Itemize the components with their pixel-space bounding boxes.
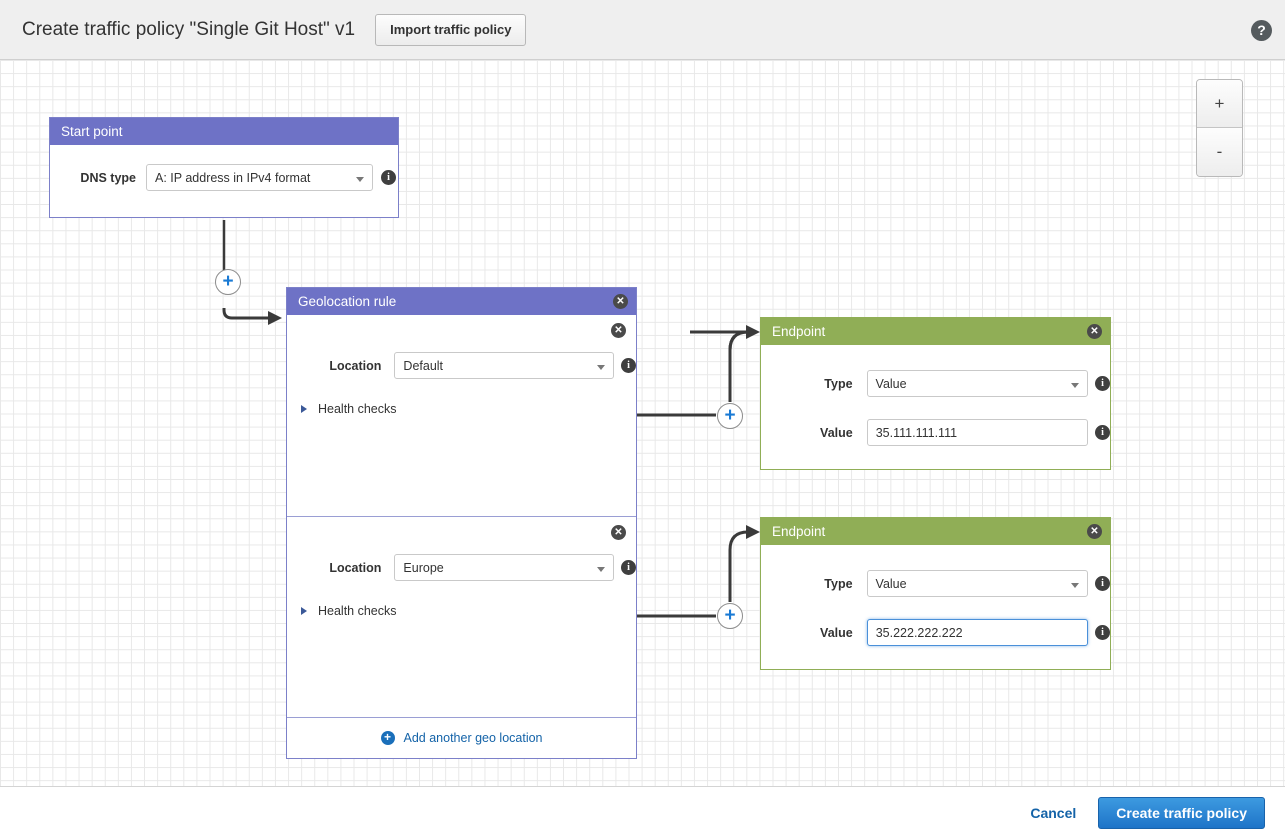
- create-traffic-policy-button[interactable]: Create traffic policy: [1098, 796, 1265, 829]
- zoom-out-button[interactable]: -: [1197, 128, 1242, 176]
- health-checks-toggle[interactable]: Health checks: [301, 402, 636, 416]
- endpoint-value-info-icon[interactable]: i: [1095, 425, 1110, 440]
- start-point-header: Start point: [50, 118, 398, 145]
- add-node-connector-start[interactable]: +: [215, 269, 241, 295]
- endpoint-value-input[interactable]: 35.111.111.111: [866, 419, 1088, 446]
- app-header: Create traffic policy "Single Git Host" …: [0, 0, 1285, 60]
- cancel-button[interactable]: Cancel: [1030, 804, 1077, 821]
- endpoint-header: Endpoint ✕: [761, 518, 1110, 545]
- geo-location-section: ✕ Location Europe i Health checks: [287, 517, 636, 717]
- geo-location-info-icon[interactable]: i: [621, 358, 636, 373]
- geolocation-rule-title: Geolocation rule: [298, 294, 397, 309]
- zoom-in-button[interactable]: +: [1197, 80, 1242, 128]
- endpoint-close-icon[interactable]: ✕: [1087, 524, 1102, 539]
- import-traffic-policy-button[interactable]: Import traffic policy: [375, 13, 527, 46]
- endpoint-type-info-icon[interactable]: i: [1095, 576, 1110, 591]
- section-divider: [287, 516, 636, 517]
- chevron-right-icon: [301, 405, 307, 413]
- endpoint-value-info-icon[interactable]: i: [1095, 625, 1110, 640]
- help-icon[interactable]: ?: [1251, 20, 1272, 41]
- endpoint-value-input[interactable]: 35.222.222.222: [866, 619, 1088, 646]
- geo-location-close-icon[interactable]: ✕: [611, 323, 626, 338]
- add-node-connector-endpoint-1[interactable]: +: [717, 403, 743, 429]
- page-title: Create traffic policy "Single Git Host" …: [22, 18, 356, 40]
- dns-type-info-icon[interactable]: i: [381, 170, 396, 185]
- health-checks-label: Health checks: [318, 402, 397, 416]
- endpoint-body: Type Value i Value 35.222.222.222 i: [761, 545, 1110, 669]
- geolocation-rule-close-icon[interactable]: ✕: [613, 294, 628, 309]
- geo-location-label: Location: [329, 358, 382, 373]
- zoom-controls[interactable]: + -: [1196, 79, 1243, 177]
- endpoint-value-label: Value: [820, 625, 853, 640]
- dns-type-select[interactable]: A: IP address in IPv4 format: [146, 164, 373, 191]
- health-checks-toggle[interactable]: Health checks: [301, 604, 636, 618]
- geo-location-label: Location: [329, 560, 382, 575]
- endpoint-value-label: Value: [820, 425, 853, 440]
- add-geo-location-label: Add another geo location: [403, 731, 543, 745]
- endpoint-type-label: Type: [824, 376, 853, 391]
- geo-location-select[interactable]: Europe: [394, 554, 614, 581]
- policy-canvas[interactable]: Start point DNS type A: IP address in IP…: [0, 60, 1285, 786]
- start-point-body: DNS type A: IP address in IPv4 format i: [50, 145, 398, 217]
- endpoint-type-select[interactable]: Value: [866, 570, 1088, 597]
- health-checks-label: Health checks: [318, 604, 397, 618]
- endpoint-header: Endpoint ✕: [761, 318, 1110, 345]
- dns-type-label: DNS type: [80, 170, 136, 185]
- geolocation-rule-node[interactable]: Geolocation rule ✕ ✕ Location Default i …: [286, 287, 637, 759]
- start-point-title: Start point: [61, 124, 123, 139]
- geo-location-info-icon[interactable]: i: [621, 560, 636, 575]
- endpoint-title: Endpoint: [772, 524, 826, 539]
- endpoint-close-icon[interactable]: ✕: [1087, 324, 1102, 339]
- geo-location-close-icon[interactable]: ✕: [611, 525, 626, 540]
- start-point-node[interactable]: Start point DNS type A: IP address in IP…: [49, 117, 399, 218]
- add-node-connector-endpoint-2[interactable]: +: [717, 603, 743, 629]
- geolocation-rule-header: Geolocation rule ✕: [287, 288, 636, 315]
- plus-icon: +: [380, 731, 395, 745]
- footer-action-bar: Cancel Create traffic policy: [0, 786, 1285, 838]
- endpoint-type-select[interactable]: Value: [866, 370, 1088, 397]
- endpoint-node[interactable]: Endpoint ✕ Type Value i Value 35.222.222…: [760, 517, 1111, 670]
- endpoint-title: Endpoint: [772, 324, 826, 339]
- geo-location-section: ✕ Location Default i Health checks: [287, 315, 636, 516]
- geo-location-select[interactable]: Default: [394, 352, 614, 379]
- chevron-right-icon: [301, 607, 307, 615]
- endpoint-type-info-icon[interactable]: i: [1095, 376, 1110, 391]
- endpoint-type-label: Type: [824, 576, 853, 591]
- endpoint-node[interactable]: Endpoint ✕ Type Value i Value 35.111.111…: [760, 317, 1111, 470]
- add-geo-location-button[interactable]: + Add another geo location: [287, 717, 636, 758]
- endpoint-body: Type Value i Value 35.111.111.111 i: [761, 345, 1110, 469]
